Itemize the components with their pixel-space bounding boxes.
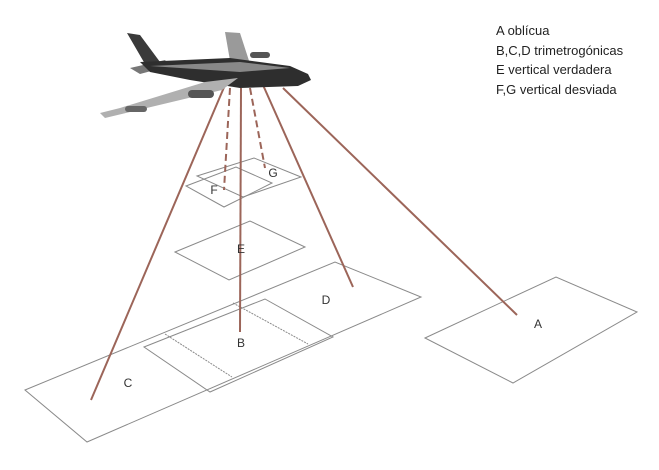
label-c: C [123, 376, 133, 390]
label-e: E [236, 242, 246, 256]
legend-item-e: E vertical verdadera [496, 62, 612, 77]
footprint-a [423, 276, 639, 384]
legend-item-bcd: B,C,D trimetrogónicas [496, 42, 624, 58]
overlap-line-cb [164, 333, 233, 378]
footprint-g [195, 157, 303, 198]
ray-c [90, 84, 226, 401]
ray-f [223, 87, 231, 191]
ray-g [249, 87, 266, 169]
footprint-strip-cbd [24, 261, 423, 443]
footprint-e [173, 220, 307, 281]
footprint-f [184, 166, 274, 208]
label-d: D [321, 293, 331, 307]
overlap-line-bd [232, 302, 309, 345]
legend-item-fg: F,G vertical desviada [496, 81, 617, 97]
legend: A oblícua B,C,D trimetrogónicas E vertic… [496, 21, 623, 99]
footprint-b [142, 298, 335, 393]
label-f: F [210, 183, 218, 197]
airplane-icon [100, 32, 311, 118]
label-a: A [533, 317, 543, 331]
legend-item-a: A oblícua [496, 23, 550, 38]
ray-a [282, 87, 518, 316]
ray-d [262, 84, 354, 288]
ray-e-b [239, 87, 242, 333]
label-g: G [268, 166, 278, 180]
label-b: B [236, 336, 246, 350]
